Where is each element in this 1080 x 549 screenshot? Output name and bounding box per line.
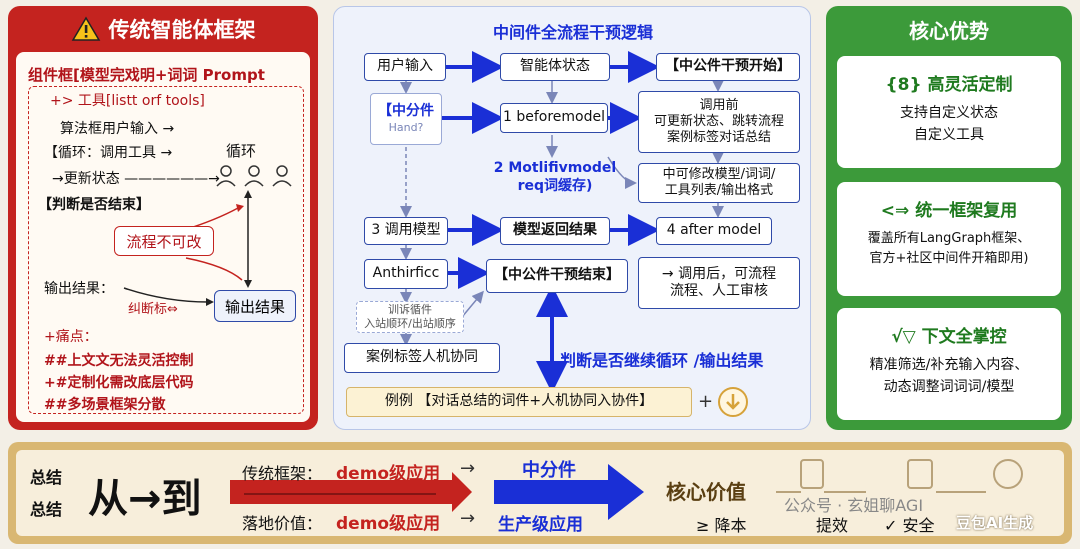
judge-mark-label: 纠断标⇔ xyxy=(128,302,178,317)
demo-level-value-1: demo级应用 xyxy=(336,464,441,484)
advantage-flexible-desc: 支持自定义状态 自定义工具 xyxy=(900,105,998,143)
anthropic-box: Anthirficc xyxy=(364,259,448,289)
summary-bar: 总结 总结 从→到 传统框架： demo级应用 → 落地价值： demo级应用 … xyxy=(8,442,1072,544)
row1-arrow: → xyxy=(460,458,476,479)
advantage-flexible-title: {8} 高灵活定制 xyxy=(885,75,1013,95)
pain-point-3: ##多场景框架分散 xyxy=(44,397,166,413)
pain-point-1: ##上文文无法灵活控制 xyxy=(44,353,194,369)
process-fixed-label: 流程不可改 xyxy=(126,232,202,251)
output-result-text: 输出结果 xyxy=(224,297,285,316)
demo-level-value-2: demo级应用 xyxy=(336,514,441,534)
core-advantages-panel: 核心优势 {8} 高灵活定制 支持自定义状态 自定义工具 <⇒ 统一框架复用 覆… xyxy=(826,6,1072,430)
update-state-line: →更新状态 ——————→ xyxy=(52,171,220,187)
traditional-panel-body: 组件框[模型完戏明+词词 Prompt +> 工具[listt orf tool… xyxy=(16,52,310,422)
loop-call-line: 【循环：调用工具 → xyxy=(44,145,173,161)
loop-label: 循环 xyxy=(226,142,257,160)
continue-loop-label: 判断是否继续循环 /输出结果 xyxy=(560,351,764,370)
agent-state-box: 智能体状态 xyxy=(500,53,610,81)
traditional-framework-label: 传统框架： xyxy=(242,464,323,483)
warning-icon xyxy=(71,16,100,41)
after-call-desc-box: → 调用后，可流程 流程、人工审核 xyxy=(638,257,800,309)
summary-label-1: 总结 xyxy=(30,468,63,487)
middleware-flow-arrows xyxy=(400,51,724,393)
component-box-line: 组件框[模型完戏明+词词 Prompt xyxy=(28,66,265,84)
traditional-panel-header: 传统智能体框架 xyxy=(8,6,318,52)
landing-value-label: 落地价值： xyxy=(242,514,323,533)
after-model-box: 4 after model xyxy=(656,217,772,245)
advantage-reuse-title: <⇒ 统一框架复用 xyxy=(880,201,1018,221)
user-input-box: 用户输入 xyxy=(364,53,446,81)
modify-options-box: 中可修改模型/词词/ 工具列表/输出格式 xyxy=(638,163,800,203)
middleware-handler-box: 【中分件 Hand? xyxy=(370,93,442,145)
summary-arrows xyxy=(230,459,1023,520)
summary-inner: 总结 总结 从→到 传统框架： demo级应用 → 落地价值： demo级应用 … xyxy=(16,450,1064,536)
traditional-panel-title: 传统智能体框架 xyxy=(108,18,256,42)
example-box: 例例 【对话总结的词件+人机协同入协件】 xyxy=(346,387,692,417)
before-model-box: 1 beforemodel xyxy=(500,103,608,133)
middleware-panel-title: 中间件全流程干预逻辑 xyxy=(492,23,653,42)
row2-arrow: → xyxy=(460,508,476,529)
advantage-control-desc: 精准筛选/补充输入内容、 动态调整词词词/模型 xyxy=(869,357,1029,395)
watermark: 公众号 · 玄姐聊AGI xyxy=(784,496,924,515)
advantages-title: 核心优势 xyxy=(909,18,989,43)
people-icon xyxy=(216,165,292,187)
pain-points-title: +痛点： xyxy=(44,329,98,345)
download-icon xyxy=(718,387,748,417)
human-in-loop-box: 案例标签人机协同 xyxy=(344,343,500,373)
before-call-desc-box: 调用前 可更新状态、跳转流程 案例标签对话总结 xyxy=(638,91,800,153)
call-model-box: 3 调用模型 xyxy=(364,217,448,245)
plus-sign: + xyxy=(698,391,714,412)
advantage-card-flexible: {8} 高灵活定制 支持自定义状态 自定义工具 xyxy=(837,56,1061,168)
advantage-card-reuse: <⇒ 统一框架复用 覆盖所有LangGraph框架、 官方+社区中间件开箱即用) xyxy=(837,182,1061,296)
middleware-start-box: 【中公件干预开始】 xyxy=(656,53,800,81)
middleware-flow-panel: 中间件全流程干预逻辑 用户输入 智能体状态 【中公件干预开始】 【中分件 Han… xyxy=(333,6,811,430)
model-result-box: 模型返回结果 xyxy=(500,217,610,245)
tools-line: +> 工具[listt orf tools] xyxy=(50,93,205,109)
dashed-frame xyxy=(28,86,304,414)
output-result-label: 输出结果： xyxy=(44,281,114,297)
benefit-cost: ≥ 降本 xyxy=(696,516,747,535)
benefit-security: ✓ 安全 xyxy=(884,516,935,535)
output-result-box: 输出结果 xyxy=(214,290,296,322)
ai-generated-badge: 豆包AI生成 xyxy=(956,514,1034,532)
modify-model-label: 2 Motlifivmodel req词缓存) xyxy=(493,160,617,195)
production-level-label: 生产级应用 xyxy=(498,515,583,535)
advantage-control-title: √▽ 下文全掌控 xyxy=(891,327,1007,347)
algo-input-line: 算法框用户输入 → xyxy=(60,121,175,137)
advantage-reuse-desc: 覆盖所有LangGraph框架、 官方+社区中间件开箱即用) xyxy=(867,231,1031,267)
middleware-handler-sub: Hand? xyxy=(388,120,424,134)
middleware-handler-label: 【中分件 xyxy=(378,103,434,120)
loop-order-box: 训诉循件 入站顺环/出站顺序 xyxy=(356,301,464,333)
summary-label-2: 总结 xyxy=(30,500,63,519)
middleware-end-box: 【中公件干预结束】 xyxy=(486,259,628,293)
check-end-line: 【判断是否结束】 xyxy=(38,197,150,213)
pain-point-2: +#定制化需改底层代码 xyxy=(44,375,194,391)
benefit-efficiency: 提效 xyxy=(816,516,849,535)
from-to-heading: 从→到 xyxy=(88,476,202,522)
traditional-framework-panel: 传统智能体框架 组件框[模型完戏明+词词 Prompt +> 工具[listt … xyxy=(8,6,318,430)
core-value-label: 核心价值 xyxy=(666,480,746,504)
advantage-card-control: √▽ 下文全掌控 精准筛选/补充输入内容、 动态调整词词词/模型 xyxy=(837,308,1061,420)
middleware-label: 中分件 xyxy=(522,460,576,481)
process-fixed-box: 流程不可改 xyxy=(114,226,214,256)
